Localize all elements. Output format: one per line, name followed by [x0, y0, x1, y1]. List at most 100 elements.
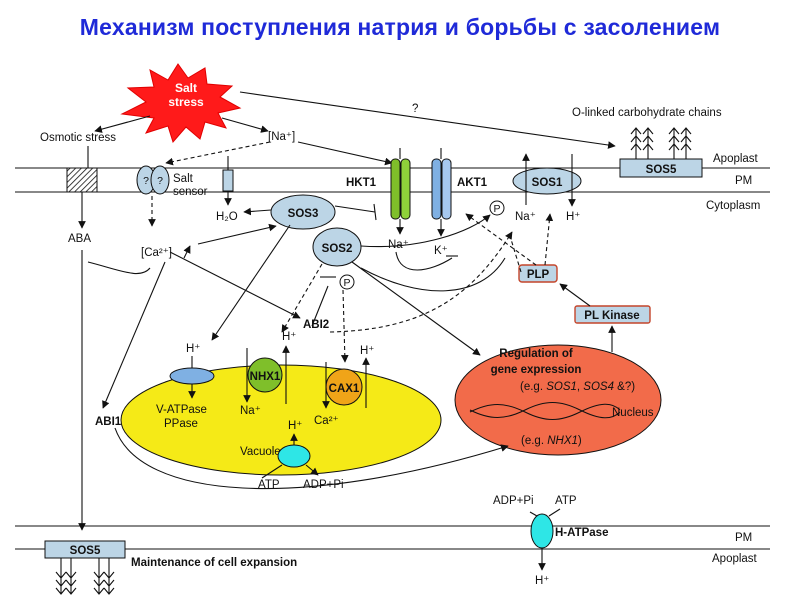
apoplast-bottom-label: Apoplast [712, 553, 758, 565]
akt1-transporter [431, 158, 452, 220]
bottom-adp-label: ADP+Pi [493, 495, 534, 507]
nhx1-example: (e.g. NHX1) [521, 435, 582, 447]
ca-ion-label: [Ca²⁺] [141, 247, 172, 259]
hkt1-label: HKT1 [346, 177, 377, 189]
sos2-node [312, 227, 362, 267]
arrow-sos2-to-sos1 [360, 214, 491, 248]
bottom-atp-label: ATP [555, 495, 577, 507]
plp-inhibit-line [509, 235, 522, 273]
arrow-abi1-to-nucleus [114, 427, 509, 490]
question-mark: ? [412, 103, 418, 115]
sos1-node [512, 167, 582, 195]
aba-to-abi-curve [87, 261, 151, 275]
vacuole-atpase [277, 444, 311, 468]
arrow-salt-to-osmotic [94, 115, 151, 133]
h-atpase-node [530, 513, 554, 549]
stress-label: stress [168, 95, 204, 109]
arrow-sos3-to-vatpase [211, 224, 291, 341]
pm-bottom-label: PM [735, 532, 752, 544]
sensor-q1: ? [143, 175, 149, 187]
vatpase-label-1: V-ATPase [156, 404, 207, 416]
sos3-label: SOS3 [288, 208, 319, 220]
sos2-phosphate [339, 274, 355, 290]
vatpase-node [169, 367, 215, 385]
sos5-top-label: SOS5 [646, 164, 677, 176]
vac-atp-in [261, 464, 283, 479]
arrow-na-to-hkt1 [297, 141, 393, 166]
plp-label: PLP [527, 269, 550, 281]
sos2-to-abi2 [311, 285, 329, 327]
plasma-membrane-bottom [15, 525, 770, 550]
sensor-q2: ? [157, 175, 163, 187]
arrow-sos2-to-nhx1 [281, 263, 323, 333]
pl-kinase-box [574, 305, 651, 324]
vacuole-label: Vacuole [240, 446, 281, 458]
arrow-salt-to-na [221, 117, 269, 133]
bottom-h-label: H⁺ [535, 575, 549, 587]
sos2-curve-sos1 [360, 257, 506, 292]
cax1-h-label: H⁺ [360, 345, 374, 357]
salt-sensor-label-2: sensor [173, 186, 208, 198]
sos3-node [270, 194, 336, 230]
sos2-p-label: P [343, 277, 350, 289]
sos5-bottom-chains [55, 558, 115, 595]
sos5-top-chains [630, 127, 692, 164]
h-atpase-label: H-ATPase [555, 527, 608, 539]
pm-top-label: PM [735, 175, 752, 187]
inhibit-bar-hkt1 [373, 203, 377, 221]
ca-up-arrow [183, 245, 191, 259]
cax1-label: CAX1 [329, 383, 360, 395]
nucleus-label: Nucleus [612, 407, 654, 419]
sos1-label: SOS1 [532, 177, 563, 189]
h-atpase-atp-line [529, 511, 538, 517]
arrow-ca-to-abi2 [169, 251, 301, 319]
akt1-k-label: K⁺ [434, 245, 448, 257]
dna-strand-2 [469, 402, 621, 419]
plp-box [518, 264, 558, 283]
vatpase-label-2: PPase [164, 418, 198, 430]
aba-label: ABA [68, 233, 91, 245]
sos2-label: SOS2 [322, 243, 353, 255]
salt-sensor-label-1: Salt [173, 173, 194, 185]
osmotic-receptor [66, 167, 98, 193]
nhx1-h-label: H⁺ [282, 331, 296, 343]
sos1-p-label: P [493, 203, 500, 215]
vac-atp-label: ATP [258, 479, 280, 491]
nhx1-label: NHX1 [250, 371, 281, 383]
vatpase-h-label: H⁺ [186, 343, 200, 355]
sos1-na-label: Na⁺ [515, 211, 536, 223]
nucleus [454, 344, 662, 456]
arrow-plp-to-akt1 [465, 213, 537, 266]
salt-sensor: ? ? [136, 165, 170, 195]
arrow-plp-to-sos1 [544, 213, 554, 266]
abi1-label: ABI1 [95, 416, 122, 428]
sos5-top-box [619, 158, 703, 178]
nhx1-node [247, 357, 283, 393]
arrow-sos3-to-h2o [243, 207, 272, 216]
hkt1-na-label: Na⁺ [388, 239, 409, 251]
vac-atpase-h-label: H⁺ [288, 420, 302, 432]
arrow-kinase-to-plp [559, 283, 591, 307]
nhx1-na-label: Na⁺ [240, 405, 261, 417]
cytoplasm-label: Cytoplasm [706, 200, 760, 212]
dna-strand-1 [469, 403, 621, 420]
gene-regulation-1: Regulation of [499, 348, 573, 360]
pl-kinase-label: PL Kinase [584, 310, 639, 322]
salt-label: Salt [175, 81, 197, 95]
cax1-ca-label: Ca²⁺ [314, 415, 339, 427]
arrow-sos2-to-cax1 [340, 289, 349, 363]
maintenance-label: Maintenance of cell expansion [131, 557, 297, 569]
na-inhibits-k [395, 251, 453, 271]
apoplast-top-label: Apoplast [713, 153, 759, 165]
osmotic-stress-label: Osmotic stress [40, 132, 116, 144]
inhibit-sos3-hkt1 [334, 205, 376, 213]
h-atpase-adp-line [548, 508, 561, 517]
sos1-h-label: H⁺ [566, 211, 580, 223]
arrow-na-to-sensor [165, 141, 271, 166]
arrow-abi2-to-sos1 [329, 231, 513, 333]
hkt1-transporter [390, 158, 411, 220]
sos5-bottom-box [44, 540, 126, 559]
arrow-ca-to-abi1 [102, 261, 166, 409]
na-ion-label: [Na⁺] [268, 131, 295, 143]
sos5-bottom-label: SOS5 [70, 545, 101, 557]
